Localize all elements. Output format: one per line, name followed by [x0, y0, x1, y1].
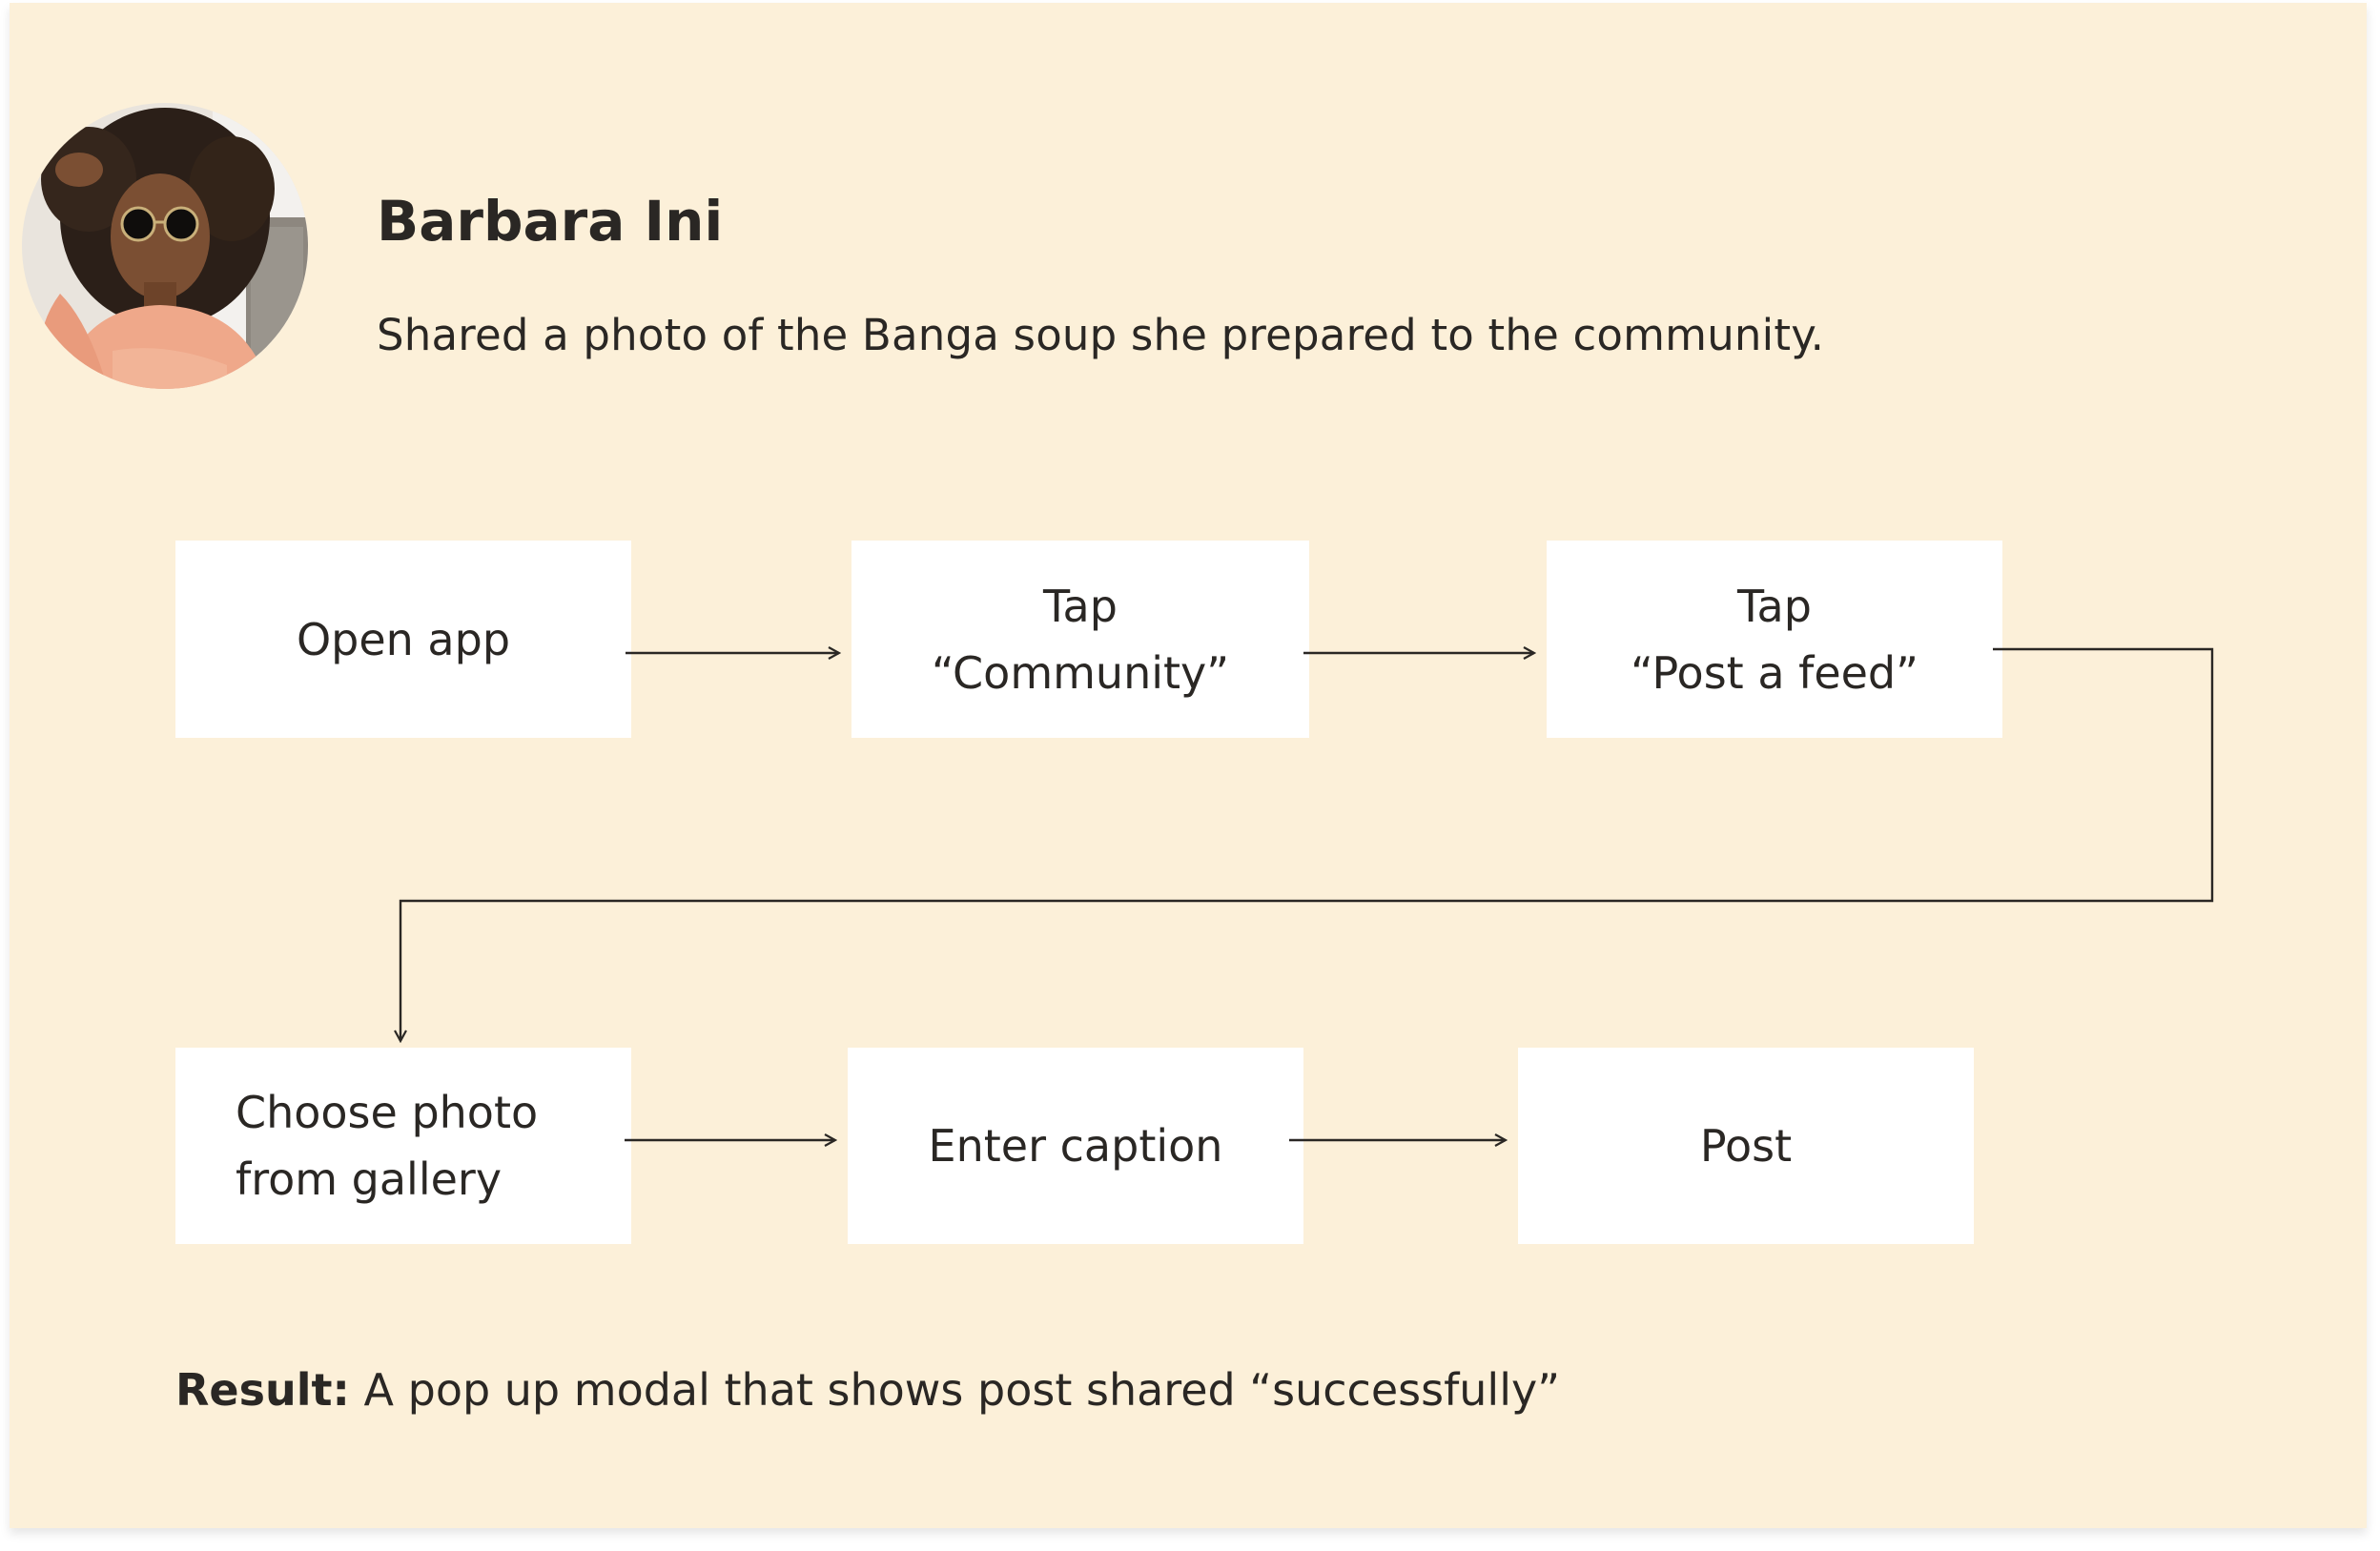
persona-name: Barbara Ini [377, 189, 724, 254]
step-tap-post-a-feed: Tap “Post a feed” [1547, 541, 2002, 738]
step-enter-caption: Enter caption [848, 1048, 1303, 1244]
step-choose-photo: Choose photo from gallery [175, 1048, 631, 1244]
result-label: Result: [175, 1364, 350, 1416]
step-open-app: Open app [175, 541, 631, 738]
step-post: Post [1518, 1048, 1974, 1244]
result-text: A pop up modal that shows post shared “s… [349, 1364, 1561, 1416]
result-statement: Result: A pop up modal that shows post s… [175, 1364, 1560, 1416]
avatar [22, 103, 308, 389]
persona-description: Shared a photo of the Banga soup she pre… [377, 310, 1825, 360]
user-flow-card: Barbara Ini Shared a photo of the Banga … [10, 3, 2367, 1528]
step-tap-community: Tap “Community” [851, 541, 1309, 738]
avatar-photo [22, 103, 308, 389]
